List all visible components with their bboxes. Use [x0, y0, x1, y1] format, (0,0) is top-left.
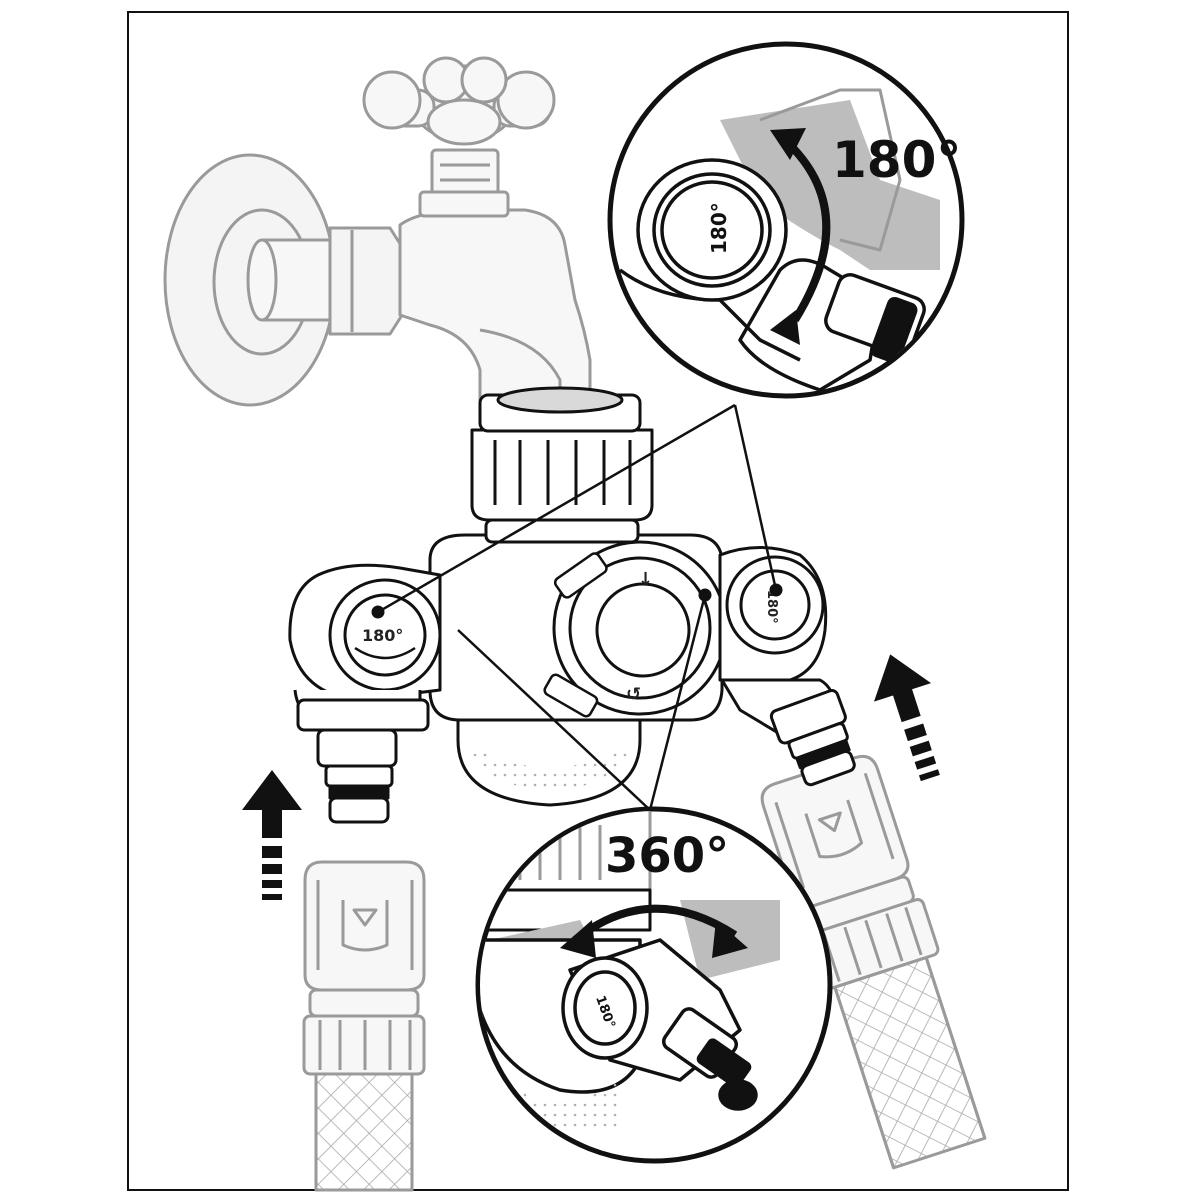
faucet-illustration — [163, 56, 592, 407]
right-up-arrow — [873, 654, 940, 782]
left-up-arrow — [242, 770, 302, 900]
left-hose-connector — [302, 860, 426, 1192]
svg-text:↺: ↺ — [626, 684, 641, 705]
bottom-zoom-callout: 180° 360° — [475, 806, 833, 1164]
top-callout-label: 180° — [832, 131, 961, 189]
left-hose-braid — [314, 1072, 414, 1192]
svg-text:↓: ↓ — [638, 569, 653, 590]
flow-selector-knob[interactable] — [595, 582, 691, 678]
faucet-body — [398, 208, 592, 402]
rotate-arrow-180 — [770, 128, 831, 345]
right-hose-braid — [833, 956, 987, 1170]
two-way-valve: ↓ ↺ 180° 180° — [288, 386, 856, 824]
left-outlet-nipple — [316, 728, 398, 768]
left-dial-label: 180° — [362, 626, 403, 645]
faucet-spout — [479, 328, 562, 400]
bottom-callout-label: 360° — [605, 828, 729, 884]
right-dial-label: 180° — [764, 590, 779, 624]
right-hose-connector — [760, 754, 987, 1170]
faucet-cross-handle — [362, 56, 556, 146]
top-zoom-callout: 180° 180° — [607, 41, 965, 399]
zoom-top-dial-label: 180° — [707, 202, 731, 254]
frame-border — [127, 11, 1069, 1191]
rotate-arrow-360 — [560, 904, 748, 958]
callout-leaders — [377, 403, 778, 811]
faucet-hex-nut — [328, 226, 406, 336]
